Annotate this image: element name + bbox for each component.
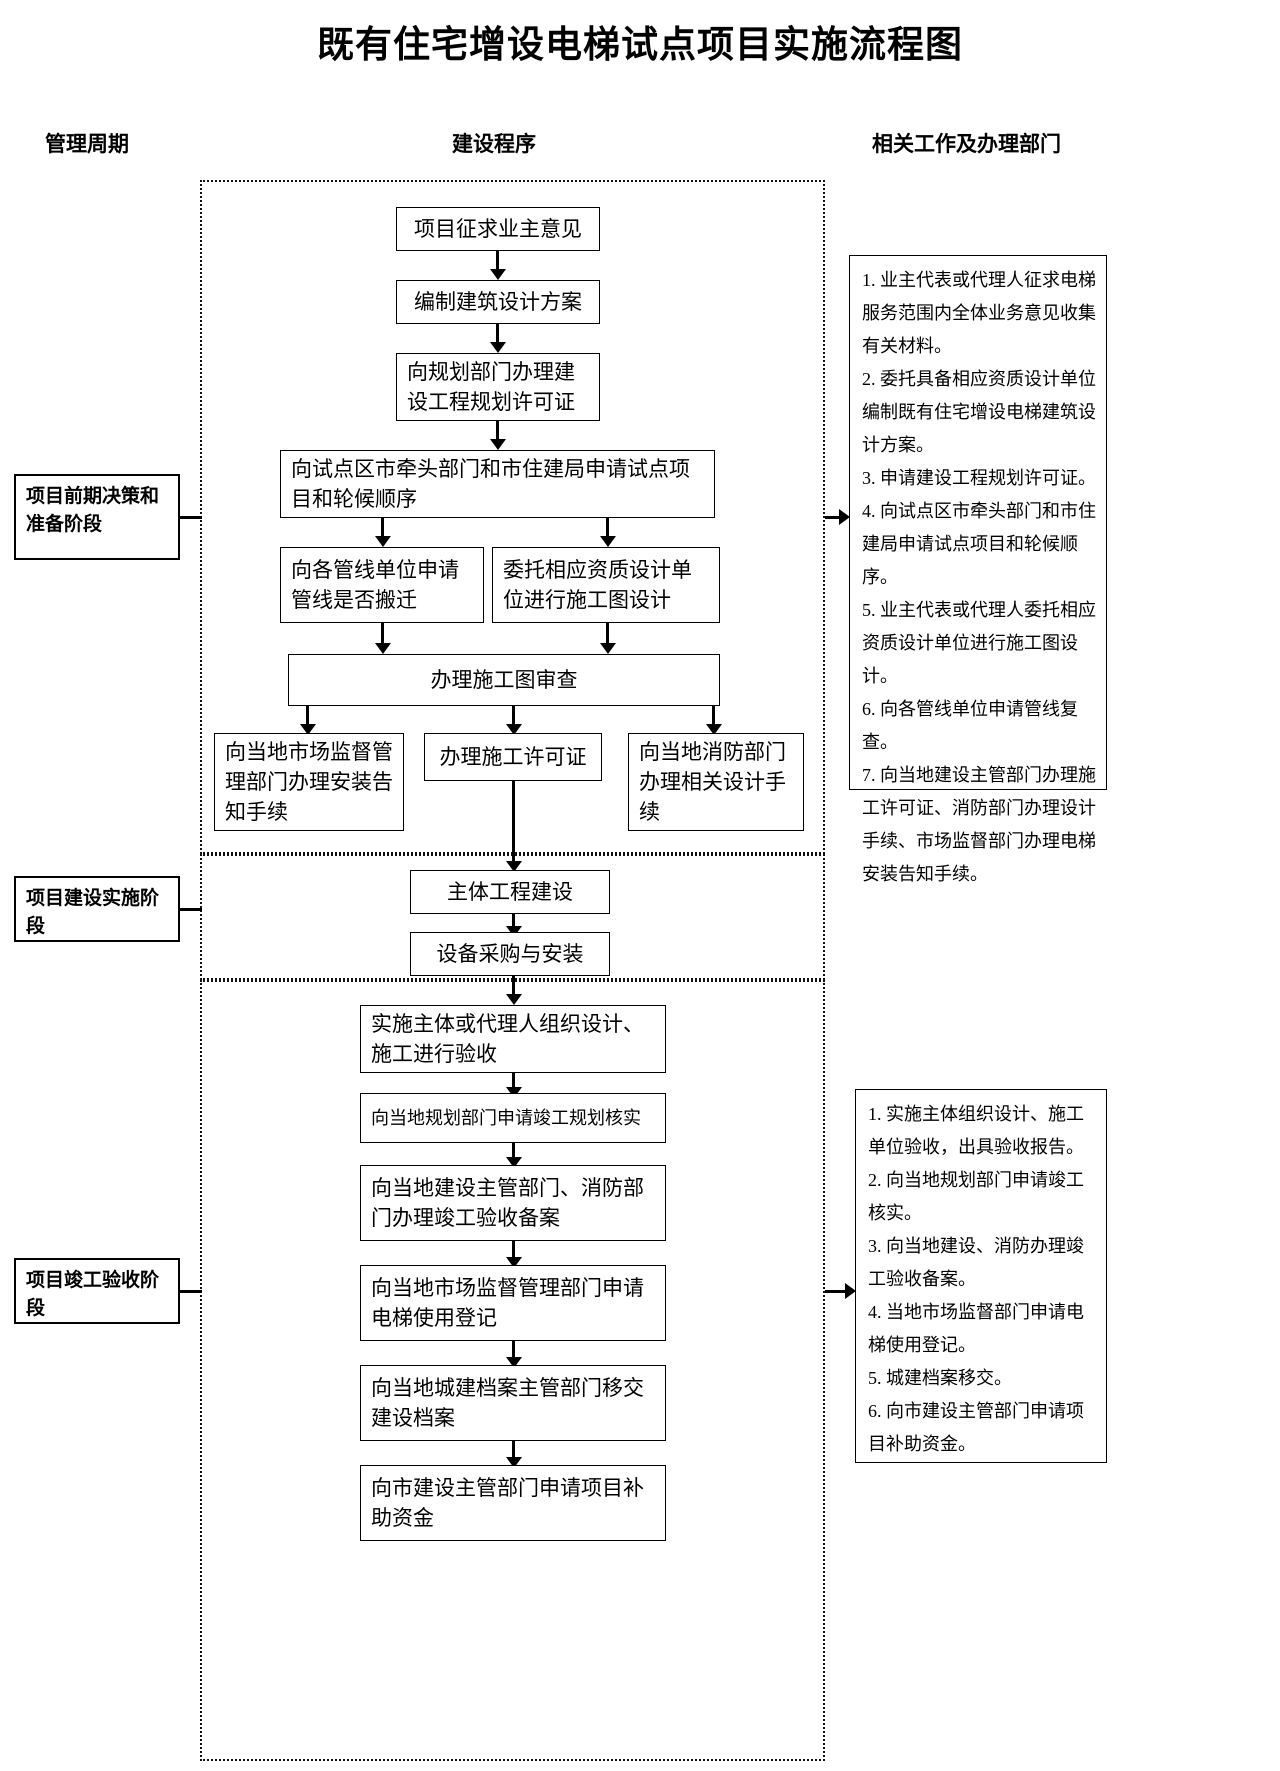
arrow-head-2 — [490, 342, 506, 353]
flow-node-construction-permit[interactable]: 办理施工许可证 — [424, 733, 602, 781]
note-box-acceptance: 1. 实施主体组织设计、施工单位验收，出具验收报告。 2. 向当地规划部门申请竣… — [855, 1089, 1107, 1463]
connector-note1 — [825, 516, 841, 519]
arrow-head-13 — [506, 1257, 522, 1268]
arrow-line-14 — [512, 1341, 515, 1359]
connector-note2 — [825, 1290, 847, 1293]
arrow-line-5 — [381, 623, 384, 645]
note-item: 6. 向各管线单位申请管线复查。 — [862, 699, 1078, 752]
note-item: 3. 申请建设工程规划许可证。 — [862, 468, 1096, 488]
flow-node-completion-filing[interactable]: 向当地建设主管部门、消防部门办理竣工验收备案 — [360, 1165, 666, 1241]
column-header-construction-procedure: 建设程序 — [452, 133, 536, 156]
connector-note2-arrow — [845, 1283, 856, 1299]
connector-phase1 — [180, 516, 202, 519]
arrow-line-15 — [512, 1441, 515, 1459]
flow-node-drawing-review[interactable]: 办理施工图审查 — [288, 654, 720, 706]
flow-node-planning-verification[interactable]: 向当地规划部门申请竣工规划核实 — [360, 1093, 666, 1143]
arrow-line-11 — [512, 1073, 515, 1089]
arrow-line-8 — [512, 781, 515, 863]
arrow-head-3 — [490, 439, 506, 450]
arrow-line-10 — [512, 976, 515, 996]
page-title: 既有住宅增设电梯试点项目实施流程图 — [317, 24, 963, 65]
arrow-head-7b — [506, 724, 522, 735]
connector-phase2 — [180, 908, 202, 911]
note-item: 4. 当地市场监督部门申请电梯使用登记。 — [868, 1302, 1084, 1355]
phase-label-acceptance: 项目竣工验收阶段 — [14, 1258, 180, 1324]
flow-node-main-construction[interactable]: 主体工程建设 — [410, 870, 610, 914]
arrow-head-7c — [706, 724, 722, 735]
connector-phase3 — [180, 1290, 202, 1293]
phase-label-preparation: 项目前期决策和准备阶段 — [14, 474, 180, 560]
arrow-line-7b — [512, 706, 515, 726]
phase-label-construction: 项目建设实施阶段 — [14, 876, 180, 942]
arrow-head-1 — [490, 269, 506, 280]
flow-node-construction-drawing-design[interactable]: 委托相应资质设计单位进行施工图设计 — [492, 547, 720, 623]
arrow-head-9 — [506, 926, 522, 937]
arrow-line-7a — [306, 706, 309, 726]
arrow-line-9 — [512, 914, 515, 928]
arrow-head-11 — [506, 1087, 522, 1098]
note-item: 1. 业主代表或代理人征求电梯服务范围内全体业务意见收集有关材料。 — [862, 270, 1096, 356]
flow-node-archive-transfer[interactable]: 向当地城建档案主管部门移交建设档案 — [360, 1365, 666, 1441]
note-item: 5. 业主代表或代理人委托相应资质设计单位进行施工图设计。 — [862, 600, 1096, 686]
column-header-management-cycle: 管理周期 — [45, 133, 129, 156]
arrow-head-10 — [506, 994, 522, 1005]
flow-node-planning-permit[interactable]: 向规划部门办理建设工程规划许可证 — [396, 353, 600, 421]
flow-node-installation-notice[interactable]: 向当地市场监督管理部门办理安装告知手续 — [214, 733, 404, 831]
flow-node-owner-opinion[interactable]: 项目征求业主意见 — [396, 207, 600, 251]
note-item: 1. 实施主体组织设计、施工单位验收，出具验收报告。 — [868, 1104, 1084, 1157]
flow-node-fire-design-formalities[interactable]: 向当地消防部门办理相关设计手续 — [628, 733, 804, 831]
note-box-preparation: 1. 业主代表或代理人征求电梯服务范围内全体业务意见收集有关材料。 2. 委托具… — [849, 255, 1107, 884]
arrow-head-5 — [375, 643, 391, 654]
flow-node-elevator-registration[interactable]: 向当地市场监督管理部门申请电梯使用登记 — [360, 1265, 666, 1341]
note-item: 2. 委托具备相应资质设计单位编制既有住宅增设电梯建筑设计方案。 — [862, 369, 1096, 455]
arrow-head-4a — [375, 536, 391, 547]
arrow-line-4b — [606, 518, 609, 538]
flow-node-pipeline-relocation[interactable]: 向各管线单位申请管线是否搬迁 — [280, 547, 484, 623]
arrow-head-8 — [506, 861, 522, 872]
arrow-line-4a — [381, 518, 384, 538]
flow-node-equipment-purchase[interactable]: 设备采购与安装 — [410, 932, 610, 976]
arrow-head-4b — [600, 536, 616, 547]
column-header-related-departments: 相关工作及办理部门 — [872, 133, 1061, 156]
arrow-line-1 — [496, 251, 499, 271]
note-item: 2. 向当地规划部门申请竣工核实。 — [868, 1170, 1084, 1223]
arrow-head-15 — [506, 1457, 522, 1468]
note-item: 6. 向市建设主管部门申请项目补助资金。 — [868, 1401, 1084, 1454]
arrow-line-2 — [496, 324, 499, 344]
arrow-head-14 — [506, 1357, 522, 1368]
arrow-head-6 — [600, 643, 616, 654]
connector-note1-arrow — [839, 509, 850, 525]
flow-node-acceptance-organization[interactable]: 实施主体或代理人组织设计、施工进行验收 — [360, 1005, 666, 1073]
note-item: 4. 向试点区市牵头部门和市住建局申请试点项目和轮候顺序。 — [862, 501, 1096, 587]
flow-node-subsidy-application[interactable]: 向市建设主管部门申请项目补助资金 — [360, 1465, 666, 1541]
note-item: 3. 向当地建设、消防办理竣工验收备案。 — [868, 1236, 1084, 1289]
arrow-line-3 — [496, 421, 499, 441]
flow-node-design-plan[interactable]: 编制建筑设计方案 — [396, 280, 600, 324]
arrow-line-13 — [512, 1241, 515, 1259]
arrow-head-12 — [506, 1157, 522, 1168]
arrow-head-7a — [300, 724, 316, 735]
arrow-line-7c — [712, 706, 715, 726]
note-item: 7. 向当地建设主管部门办理施工许可证、消防部门办理设计手续、市场监督部门办理电… — [862, 765, 1096, 884]
arrow-line-6 — [606, 623, 609, 645]
arrow-line-12 — [512, 1143, 515, 1159]
note-item: 5. 城建档案移交。 — [868, 1368, 1012, 1388]
flow-node-pilot-application[interactable]: 向试点区市牵头部门和市住建局申请试点项目和轮候顺序 — [280, 450, 715, 518]
